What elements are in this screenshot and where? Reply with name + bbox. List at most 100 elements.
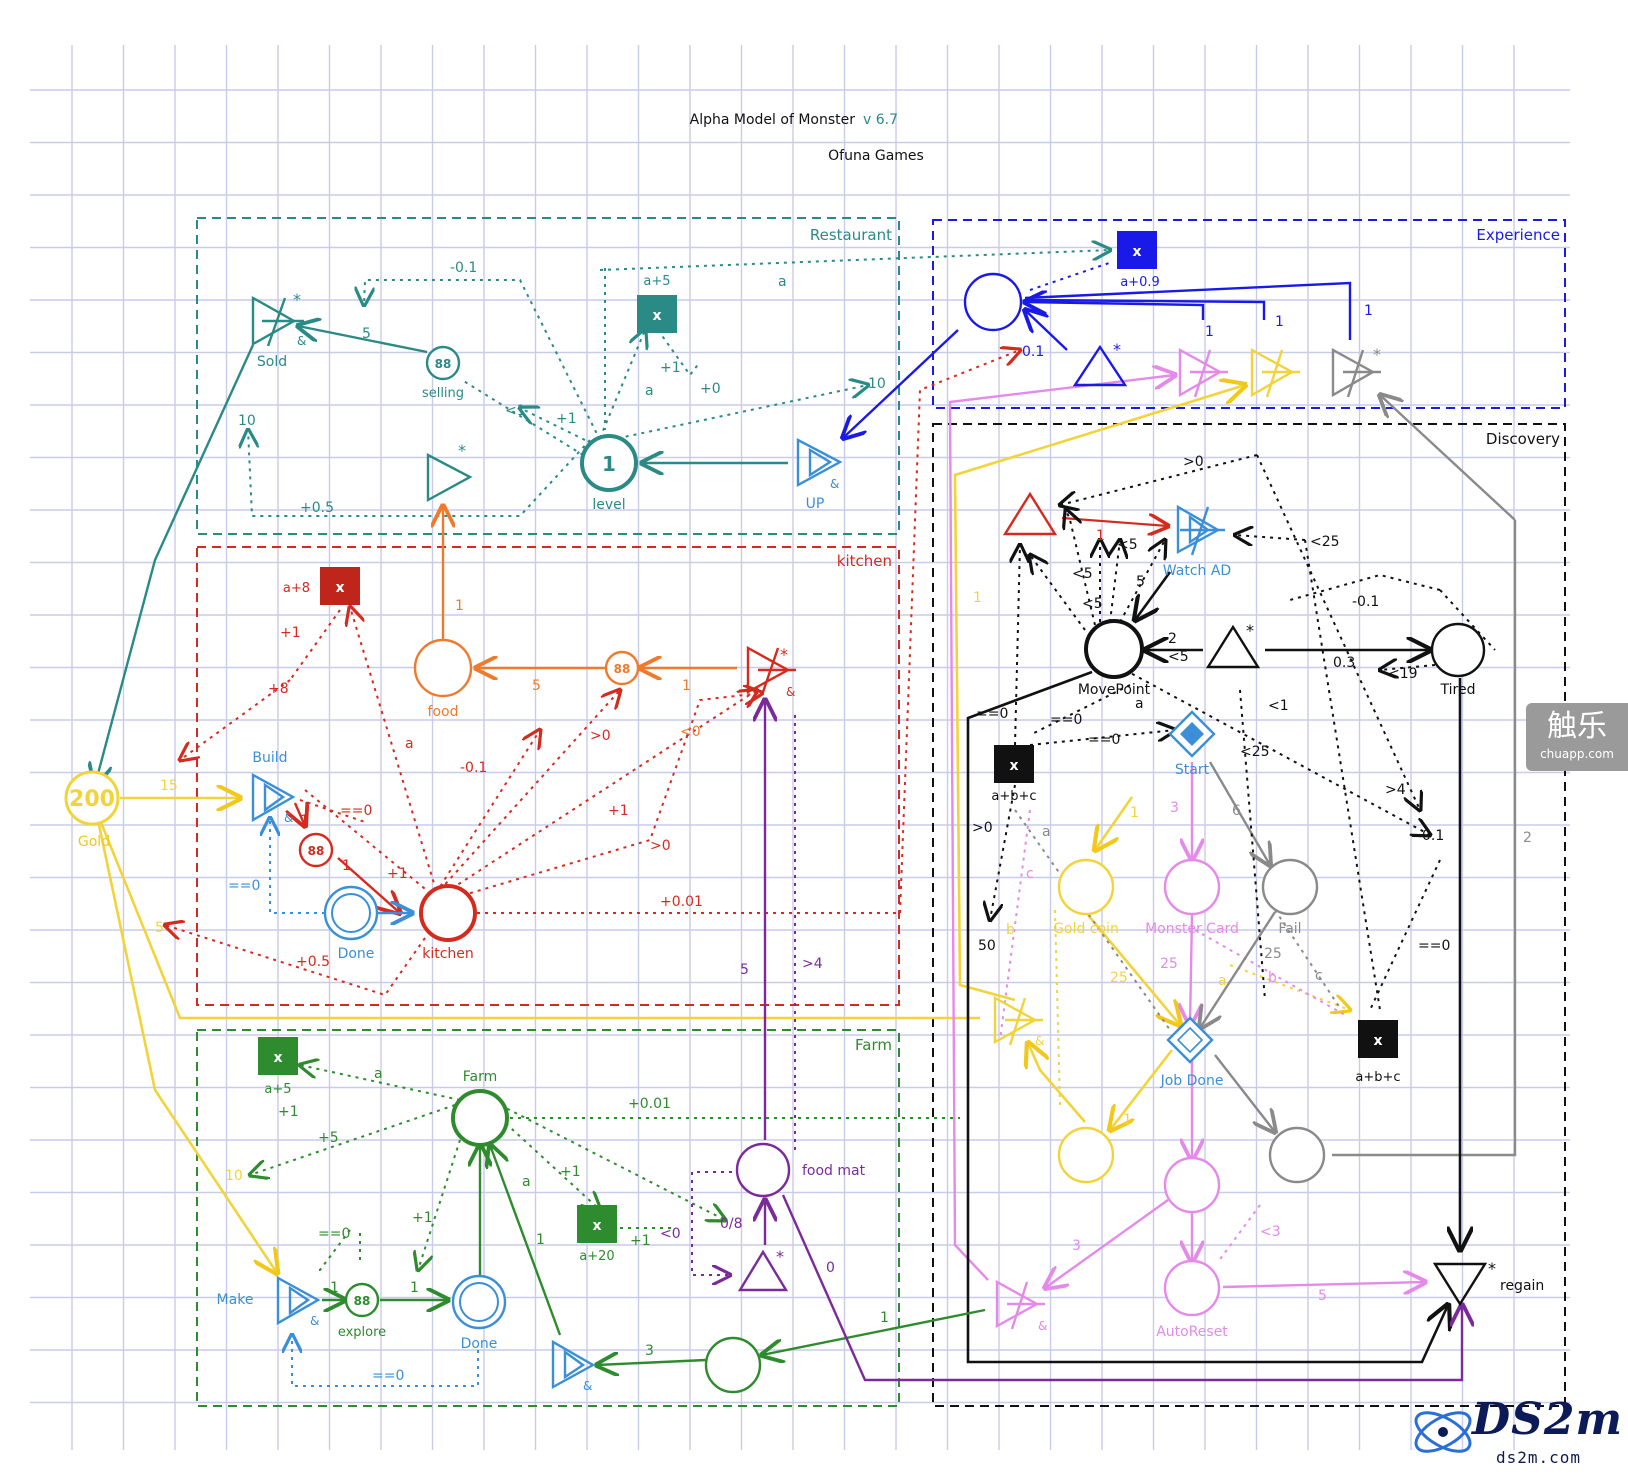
gold-pool[interactable]: 200 xyxy=(64,770,120,826)
edge-label: 10 xyxy=(238,413,256,429)
svg-text:x: x xyxy=(1132,244,1141,260)
edge-done-to-build xyxy=(270,818,325,914)
cook-amp: & xyxy=(786,685,795,699)
edge-label: >0 xyxy=(1183,454,1204,470)
edge-tired-eq0-abc xyxy=(1369,859,1441,1011)
goldcoin-pool[interactable] xyxy=(1057,858,1115,916)
edge-build-to-construct xyxy=(295,803,305,826)
build-label: Build xyxy=(252,750,287,766)
site-badge-sub: chuapp.com xyxy=(1540,747,1614,761)
kitchen-a8-converter[interactable]: x xyxy=(320,567,360,605)
edge-sold-to-gold xyxy=(95,344,255,785)
edge-label: 50 xyxy=(978,938,996,954)
watch-ad-converter[interactable] xyxy=(1176,504,1225,556)
explore-pool[interactable]: 88 xyxy=(344,1282,380,1318)
farm-return-pool[interactable] xyxy=(704,1336,762,1394)
edge-label: 6 xyxy=(1232,803,1241,819)
regain-drain[interactable] xyxy=(1432,1262,1488,1307)
farm-a20-converter[interactable]: x xyxy=(577,1205,617,1243)
discovery-abc-label-2: a+b+c xyxy=(1355,1070,1400,1085)
jobdone-label: Job Done xyxy=(1160,1073,1224,1089)
gold-label: Gold xyxy=(78,834,110,850)
restaurant-source[interactable] xyxy=(426,453,473,503)
move-source[interactable] xyxy=(1205,624,1261,669)
edge-label: +1 xyxy=(387,866,408,882)
edge-label: 1 xyxy=(1275,314,1284,330)
edge-farm-to-a5 xyxy=(300,1065,461,1101)
site-badge[interactable]: 触乐 chuapp.com xyxy=(1526,703,1628,771)
farm-a5-converter[interactable]: x xyxy=(258,1037,298,1075)
edge-source-to-exp xyxy=(1025,310,1068,351)
up-converter[interactable] xyxy=(796,438,843,488)
edge-label: ==0 xyxy=(372,1368,404,1384)
edge-label: 1 xyxy=(682,678,691,694)
farm-done-pool[interactable] xyxy=(451,1274,507,1330)
build-converter[interactable] xyxy=(251,772,296,823)
group-farm xyxy=(196,1029,900,1407)
sold-converter[interactable] xyxy=(251,295,304,347)
edge-a8-down xyxy=(289,609,341,681)
experience-pool[interactable] xyxy=(963,272,1023,332)
edge-label: 10 xyxy=(868,376,886,392)
edge-label: >4 xyxy=(802,956,823,972)
edge-label: 1 xyxy=(1205,324,1214,340)
tired-pool[interactable] xyxy=(1430,622,1486,678)
exp-source[interactable] xyxy=(1072,344,1128,387)
exp-multiplier[interactable]: x xyxy=(1117,231,1157,269)
make-label: Make xyxy=(217,1292,254,1308)
discovery-abc-converter-1[interactable]: x xyxy=(994,745,1034,783)
edge-monster-card-exp xyxy=(1025,302,1205,320)
foodmat-source[interactable] xyxy=(737,1249,789,1292)
edge-gray-back xyxy=(1332,520,1517,1157)
discovery-abc-converter-2[interactable]: x xyxy=(1358,1020,1398,1058)
make-converter[interactable] xyxy=(276,1275,321,1326)
food-process-pool[interactable]: 88 xyxy=(604,650,640,686)
gold-return-pool[interactable] xyxy=(1057,1126,1115,1184)
restaurant-source-star: * xyxy=(458,441,466,460)
level-a5-converter[interactable]: x xyxy=(637,295,677,333)
movepoint-pool[interactable] xyxy=(1084,619,1144,679)
foodmat-pool[interactable] xyxy=(735,1142,791,1198)
movepoint-label: MovePoint xyxy=(1078,682,1151,698)
edge-gold-exp xyxy=(1024,298,1266,320)
exp-gray-converter[interactable] xyxy=(1331,347,1381,398)
exp-pink-converter[interactable] xyxy=(1178,347,1228,398)
selling-pool[interactable]: 88 xyxy=(425,345,461,381)
kitchen-done-pool[interactable] xyxy=(323,885,379,941)
edge-label: 5 xyxy=(155,920,164,936)
farm-a20-label: a+20 xyxy=(579,1249,614,1264)
edge-label: 1 xyxy=(1096,528,1105,544)
pink-pool[interactable] xyxy=(1163,1156,1221,1214)
edge-start-to-goldcoin xyxy=(1095,796,1134,850)
autoreset-pool[interactable] xyxy=(1163,1259,1221,1317)
edge-start-to-fail xyxy=(1208,761,1270,865)
exp-gold-converter[interactable] xyxy=(1250,347,1300,398)
exp-gray-star: * xyxy=(1373,345,1381,364)
discovery-gold-converter[interactable] xyxy=(993,995,1043,1046)
discovery-gold-amp: & xyxy=(1035,1034,1044,1048)
jobdone-gate[interactable] xyxy=(1166,1016,1214,1064)
farm-pool[interactable] xyxy=(451,1089,509,1147)
edge-foodmat-to-source xyxy=(691,1171,740,1275)
farm-conv-converter[interactable] xyxy=(551,1339,596,1390)
level-pool[interactable]: 1 xyxy=(580,434,638,492)
edge-kitchen-to-cook-2 xyxy=(446,693,762,901)
edge-gold-dotted-1 xyxy=(1054,909,1061,1106)
fail-pool[interactable] xyxy=(1261,858,1319,916)
start-gate[interactable] xyxy=(1168,710,1216,758)
food-pool[interactable] xyxy=(413,638,473,698)
construct-pool[interactable]: 88 xyxy=(298,832,334,868)
pink-converter[interactable] xyxy=(995,1279,1045,1330)
discovery-red-source[interactable] xyxy=(1002,491,1058,536)
cook-converter[interactable] xyxy=(746,645,796,696)
edge-label: a xyxy=(1218,973,1227,989)
edge-label: >0 xyxy=(650,838,671,854)
kitchen-pool[interactable] xyxy=(419,884,477,942)
svg-text:88: 88 xyxy=(308,844,325,858)
edge-kitchen-to-process xyxy=(439,690,620,891)
monstercard-pool[interactable] xyxy=(1163,858,1221,916)
exp-multiplier-label: a+0.9 xyxy=(1120,275,1160,290)
edge-label: >0 xyxy=(972,820,993,836)
gray-pool[interactable] xyxy=(1268,1126,1326,1184)
edge-label: 1 xyxy=(455,598,464,614)
